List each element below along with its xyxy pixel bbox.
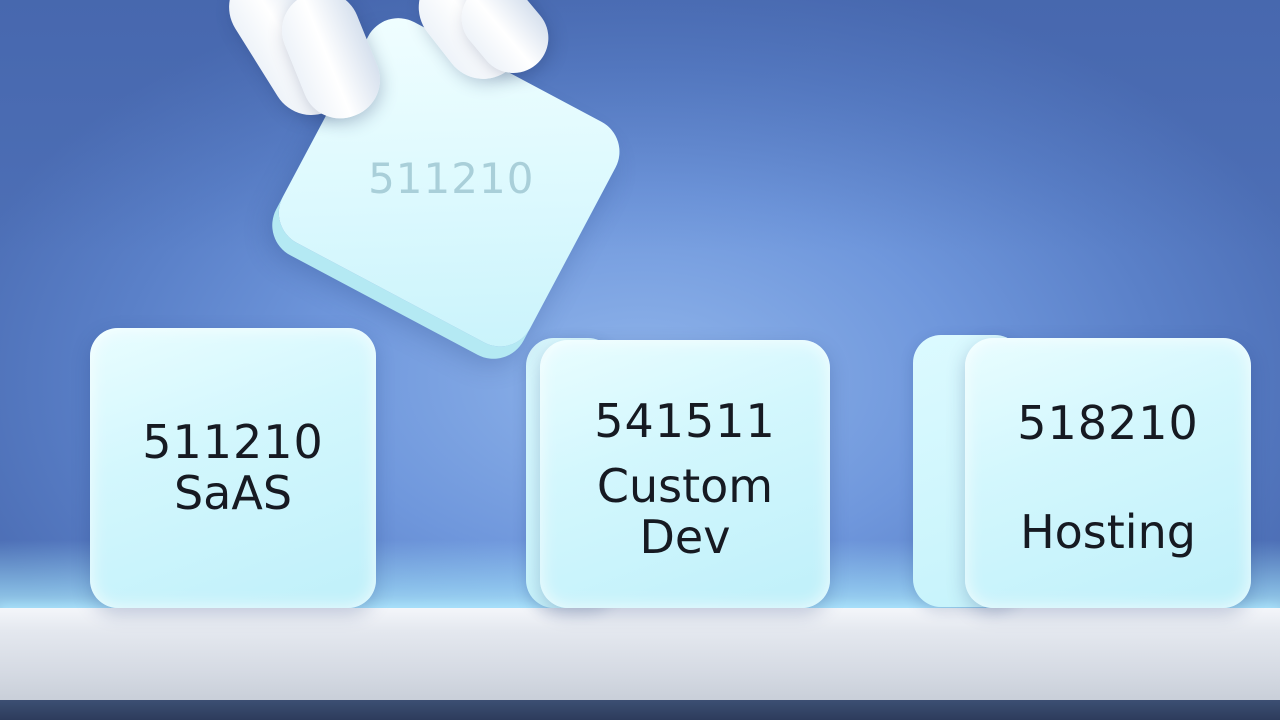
block-label-line1: Custom bbox=[596, 458, 774, 513]
block-code: 541511 bbox=[594, 394, 776, 448]
block-code: 518210 bbox=[1017, 396, 1199, 450]
naics-block-saas: 511210 SaAS bbox=[90, 328, 376, 608]
block-code: 511210 bbox=[142, 414, 324, 469]
block-label: Hosting bbox=[1020, 504, 1196, 559]
block-label: SaAS bbox=[173, 465, 293, 520]
block-label-line2: Dev bbox=[639, 510, 731, 565]
shelf-edge bbox=[0, 700, 1280, 720]
held-block-code: 511210 bbox=[368, 153, 535, 203]
naics-block-hosting: 518210 Hosting bbox=[965, 338, 1251, 608]
naics-block-custom-dev: 541511 Custom Dev bbox=[540, 340, 830, 608]
shelf bbox=[0, 608, 1280, 700]
